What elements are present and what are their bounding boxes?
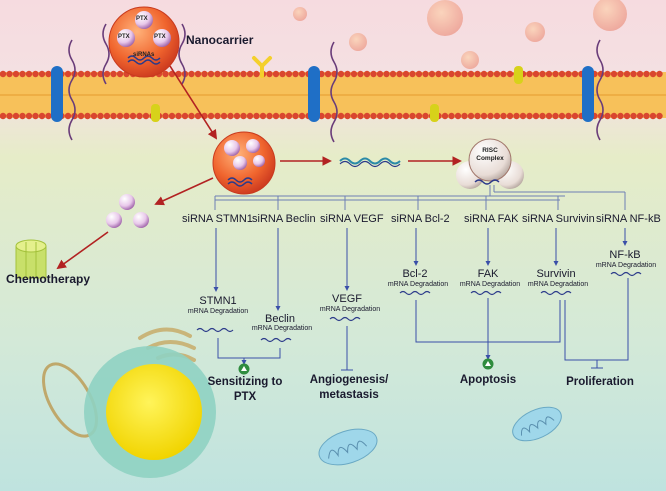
mrna-degradation-fak: mRNA Degradation — [459, 281, 521, 288]
mitochondrion-icon — [318, 406, 562, 466]
sirna-beclin-label: siRNA Beclin — [252, 213, 316, 225]
sirna-nfkb-label: siRNA NF-kB — [596, 213, 661, 225]
risc-complex — [456, 138, 524, 189]
risc-label: RISC Complex — [476, 147, 504, 162]
ptx-label-top: PTX — [136, 16, 148, 22]
pathway-tree — [214, 185, 626, 210]
mrna-degradation-stmn1: mRNA Degradation — [187, 308, 249, 315]
internalized-nanocarrier — [212, 131, 276, 195]
gene-beclin: Beclin — [265, 313, 295, 325]
chemotherapy-label: Chemotherapy — [6, 272, 91, 286]
mrna-squiggles — [196, 271, 642, 343]
red-arrows — [56, 65, 462, 270]
mrna-degradation-bcl2: mRNA Degradation — [387, 281, 449, 288]
mrna-degradation-survivin: mRNA Degradation — [527, 281, 589, 288]
gene-stmn1: STMN1 — [199, 295, 237, 307]
sirnas-label: siRNAs — [133, 52, 155, 58]
gene-fak: FAK — [477, 268, 499, 280]
outcome-angiogenesis: Angiogenesis/ metastasis — [304, 373, 394, 403]
sirna-strand — [339, 157, 401, 165]
ptx-label-left: PTX — [118, 34, 130, 40]
sirna-survivin-label: siRNA Survivin — [522, 213, 595, 225]
membrane-strands — [68, 23, 604, 143]
nanocarrier-particle — [108, 6, 180, 78]
nucleus — [42, 346, 216, 478]
cell-membrane — [0, 56, 666, 122]
nanocarrier-label: Nanocarrier — [186, 33, 254, 47]
gene-nfkb: NF-kB — [609, 249, 641, 261]
outcome-sensitizing-line1: Sensitizing to — [207, 376, 283, 388]
outcome-apoptosis: Apoptosis — [459, 374, 517, 386]
outcome-sensitizing: Sensitizing to PTX — [200, 375, 290, 405]
mrna-degradation-beclin: mRNA Degradation — [251, 325, 313, 332]
sirna-vegf-label: siRNA VEGF — [320, 213, 384, 225]
blue-arrows — [213, 228, 629, 371]
activation-icon — [238, 358, 494, 375]
sirna-bcl2-label: siRNA Bcl-2 — [391, 213, 450, 225]
mrna-degradation-vegf: mRNA Degradation — [319, 306, 381, 313]
gene-bcl2: Bcl-2 — [402, 268, 428, 280]
outcome-sensitizing-line2: PTX — [233, 391, 257, 403]
outcome-angiogenesis-line1: Angiogenesis/ — [309, 374, 389, 386]
gene-survivin: Survivin — [536, 268, 576, 280]
mrna-degradation-nfkb: mRNA Degradation — [595, 262, 657, 269]
gene-vegf: VEGF — [332, 293, 362, 305]
drug-cylinder-icon — [15, 239, 47, 279]
outcome-proliferation: Proliferation — [566, 376, 634, 388]
released-ptx — [106, 194, 149, 228]
outcome-angiogenesis-line2: metastasis — [319, 389, 379, 401]
sirna-fak-label: siRNA FAK — [464, 213, 519, 225]
ptx-label-right: PTX — [154, 34, 166, 40]
sirna-stmn1-label: siRNA STMN1 — [182, 213, 253, 225]
